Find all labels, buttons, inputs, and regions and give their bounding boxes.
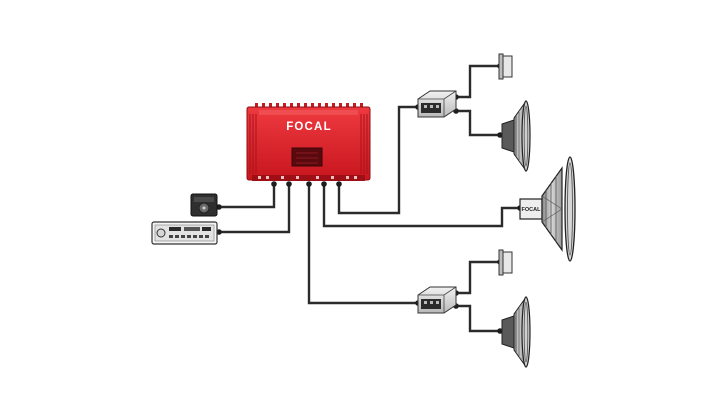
- tweeter-front: [498, 53, 513, 80]
- wire-rear-tweeter: [456, 260, 500, 295]
- display-window: [169, 227, 181, 231]
- wire-front-tweeter: [456, 64, 500, 99]
- head-unit: [151, 221, 218, 245]
- wire-head-unit: [219, 183, 291, 234]
- midbass-rear: [501, 296, 531, 368]
- wire-front-midbass: [456, 109, 500, 137]
- amplifier: FOCAL: [246, 103, 371, 181]
- wire-front-crossover: [337, 105, 418, 215]
- amplifier-brand-logo: FOCAL: [286, 121, 332, 133]
- wire-remote: [219, 183, 276, 209]
- amplifier-fins-top: [255, 103, 363, 108]
- wires: [219, 64, 520, 333]
- volume-knob-icon: [156, 228, 166, 238]
- subwoofer: FOCAL: [519, 156, 576, 262]
- tweeter-rear: [498, 249, 513, 276]
- crossover-front: [417, 90, 457, 118]
- midbass-front: [501, 100, 531, 172]
- subwoofer-brand-label: FOCAL: [522, 207, 542, 213]
- wire-rear-crossover: [307, 183, 418, 305]
- crossover-rear: [417, 286, 457, 314]
- wire-subwoofer: [322, 183, 520, 228]
- remote-bass-level-control: [190, 193, 218, 217]
- wire-rear-midbass: [456, 304, 500, 333]
